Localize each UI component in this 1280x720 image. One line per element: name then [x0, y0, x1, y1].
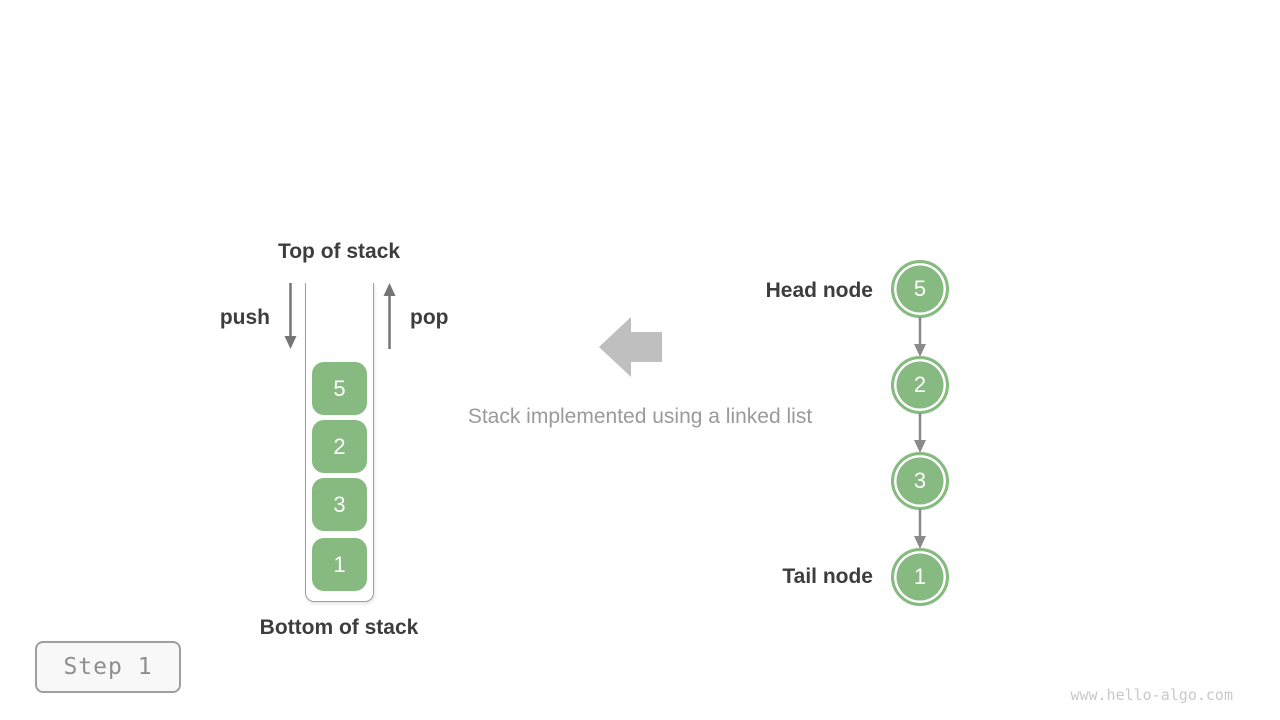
link-down-arrow-icon: [914, 413, 926, 453]
link-down-arrow-icon: [914, 317, 926, 357]
step-button: Step 1: [35, 641, 181, 693]
linked-list-node: 3: [891, 452, 949, 510]
tail-node-label: Tail node: [782, 565, 873, 588]
pop-up-arrow-icon: [383, 283, 396, 349]
push-down-arrow-icon: [284, 283, 297, 349]
bottom-of-stack-label: Bottom of stack: [259, 616, 419, 639]
step-button-label: Step 1: [63, 654, 153, 680]
watermark-text: www.hello-algo.com: [1070, 686, 1233, 704]
linked-list-node: 1: [891, 548, 949, 606]
big-left-arrow-icon: [599, 317, 662, 377]
diagram-caption: Stack implemented using a linked list: [467, 405, 813, 428]
linked-list-node: 2: [891, 356, 949, 414]
stack-item: 5: [312, 362, 367, 415]
link-down-arrow-icon: [914, 509, 926, 549]
pop-label: pop: [410, 306, 449, 329]
linked-list-node: 5: [891, 260, 949, 318]
stack-item: 1: [312, 538, 367, 591]
head-node-label: Head node: [765, 279, 873, 302]
top-of-stack-label: Top of stack: [277, 240, 401, 263]
stack-item: 3: [312, 478, 367, 531]
push-label: push: [219, 306, 270, 329]
stack-item: 2: [312, 420, 367, 473]
